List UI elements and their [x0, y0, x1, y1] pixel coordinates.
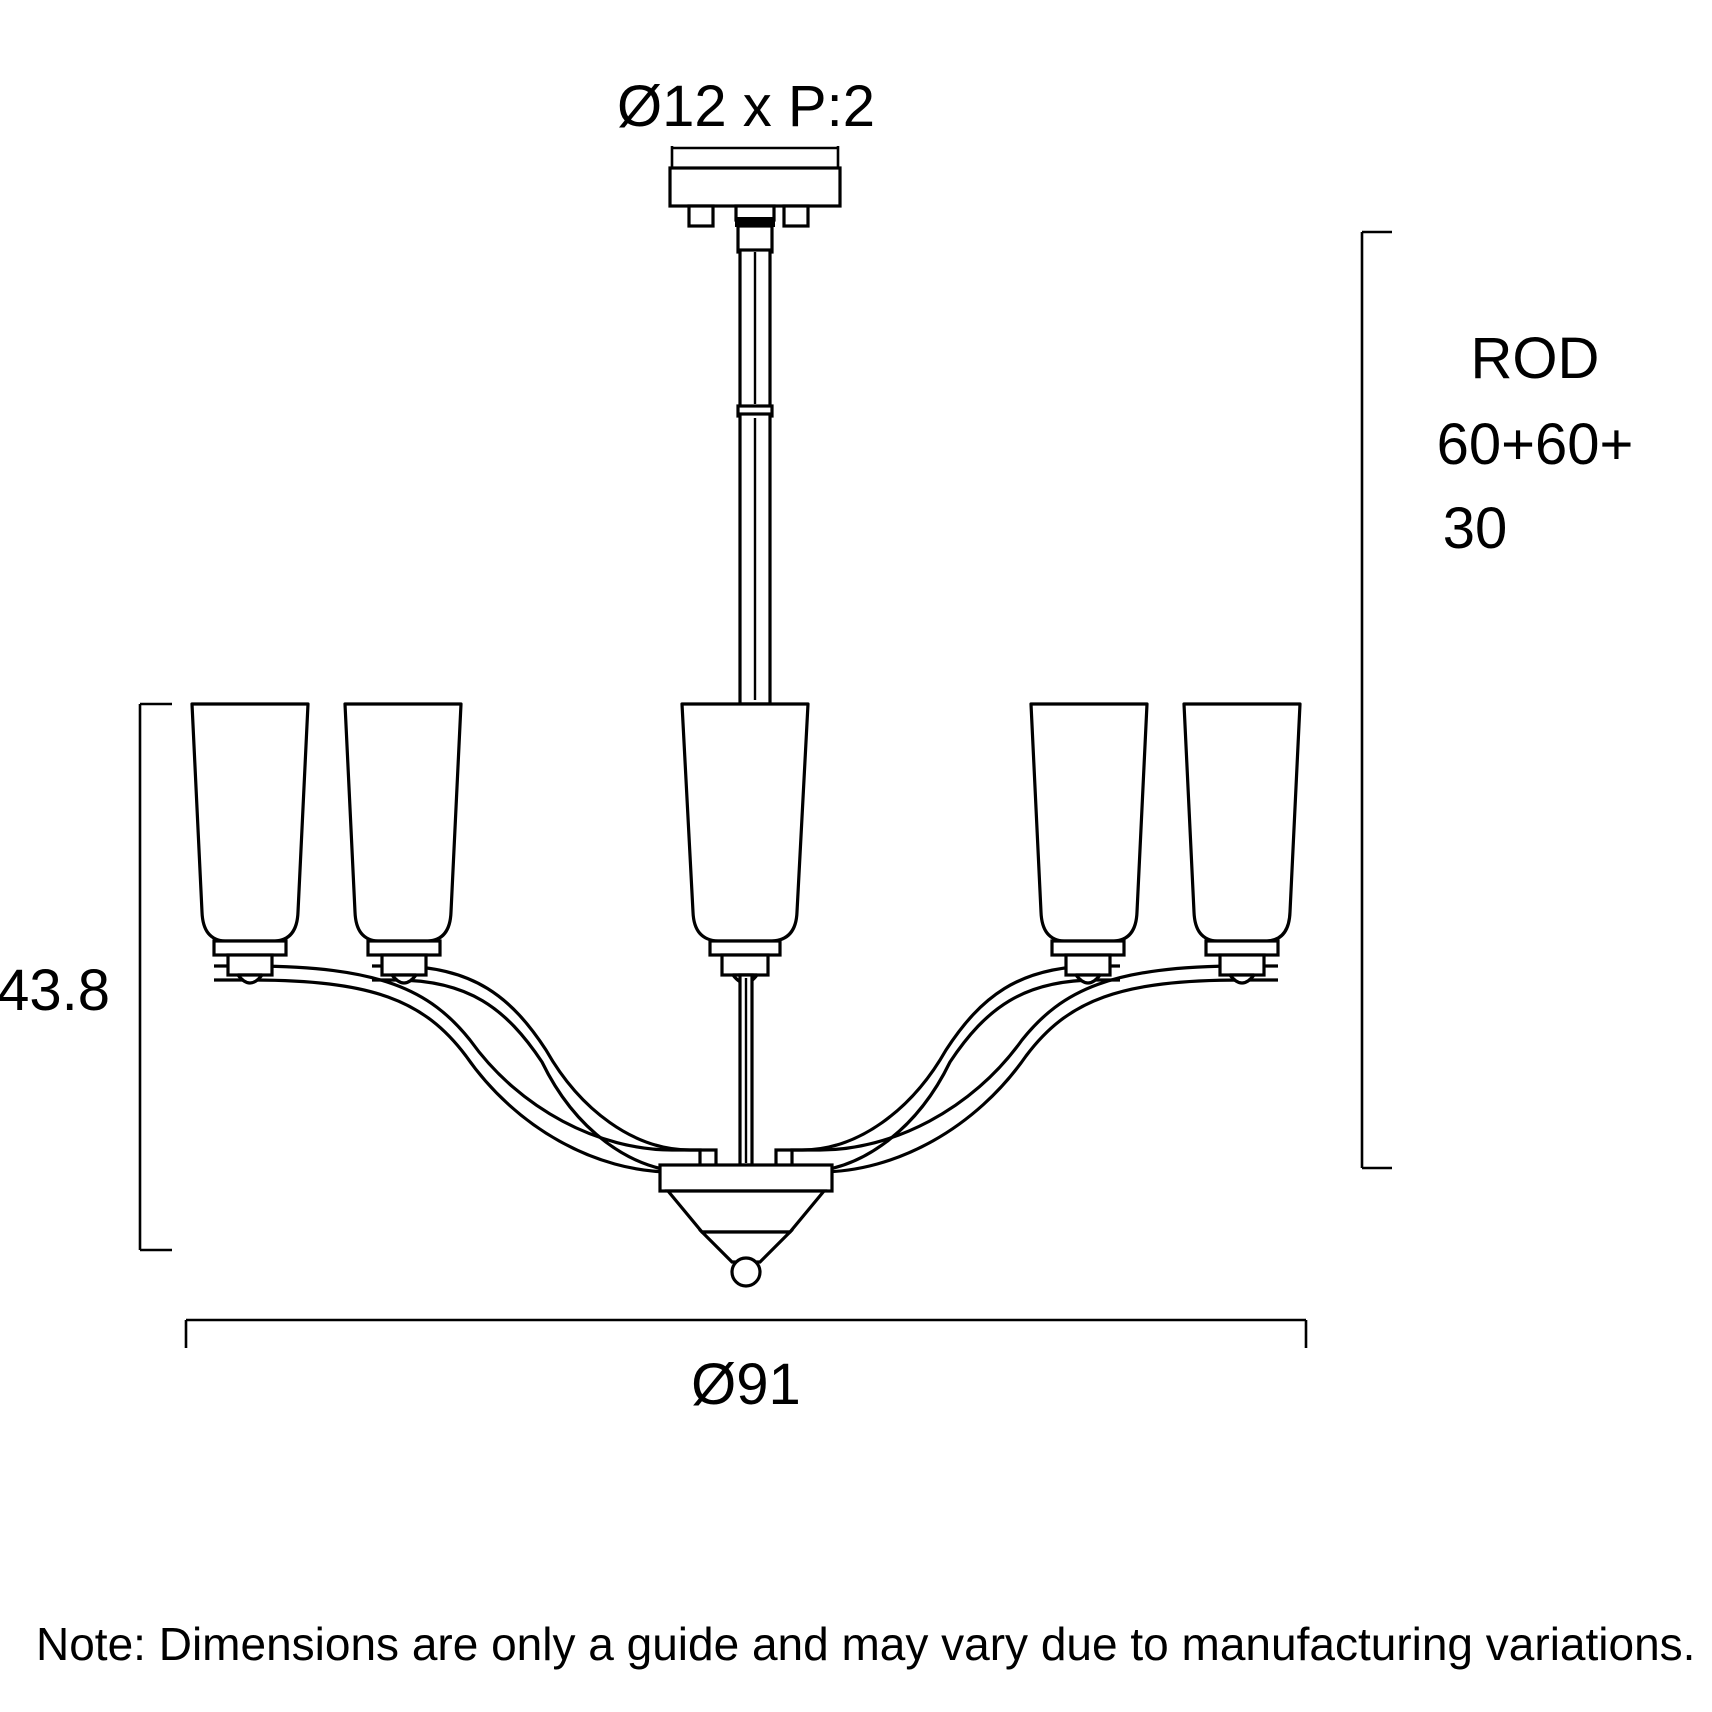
- center-shade: [680, 702, 810, 985]
- shade-left-outer: [190, 702, 310, 985]
- right-arm-assembly: [774, 964, 1278, 1188]
- shade-left-inner: [343, 702, 463, 985]
- rod-label-line-2: 60+60+: [1437, 412, 1634, 477]
- shade-right-outer: [1182, 702, 1302, 985]
- rod-label-line-1: ROD: [1471, 326, 1600, 391]
- shade-right-inner: [1029, 702, 1149, 985]
- thread-dimension-label: Ø12 x P:2: [617, 74, 875, 139]
- down-rod: [736, 248, 774, 706]
- center-rod-lower: [738, 973, 754, 1167]
- diameter-dimension-line: [184, 1318, 1308, 1348]
- disclaimer-note: Note: Dimensions are only a guide and ma…: [36, 1618, 1695, 1670]
- ceiling-canopy: [668, 166, 842, 254]
- rod-dimension-line: [1360, 230, 1392, 1170]
- central-hub: [658, 1163, 834, 1288]
- left-arm-assembly: [214, 964, 718, 1188]
- height-dimension-label: 43.8: [0, 958, 110, 1023]
- diameter-dimension-label: Ø91: [691, 1352, 801, 1417]
- height-dimension-line: [138, 702, 172, 1252]
- rod-label-line-3: 30: [1443, 496, 1508, 561]
